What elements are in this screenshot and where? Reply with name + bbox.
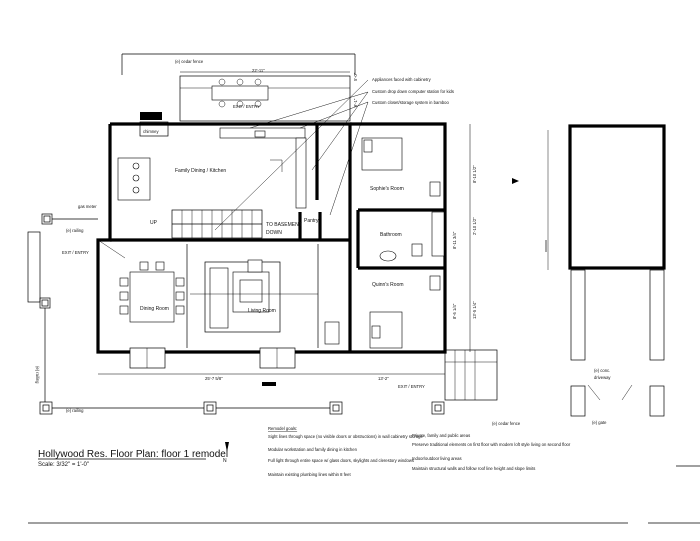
rear-deck bbox=[140, 71, 351, 122]
cedar-fence-top bbox=[121, 53, 356, 75]
room-sophie: Sophie's Room bbox=[370, 186, 404, 192]
driveway-label-1: (e) conc. bbox=[594, 368, 610, 373]
room-family-dining-kitchen: Family Dining / Kitchen bbox=[175, 168, 226, 174]
gate-label: (e) gate bbox=[592, 420, 607, 425]
goal-left-3: Full light through entire space w/ glass… bbox=[268, 458, 414, 463]
stairs-up-label: UP bbox=[150, 220, 158, 226]
plan-scale: Scale: 3/32" = 1'-0" bbox=[38, 462, 89, 468]
dim-quinn-2: 13'-5 1/4" bbox=[472, 301, 477, 319]
callout-leaders bbox=[214, 79, 369, 231]
callout-appliances: Appliances faced with cabinetry bbox=[372, 77, 432, 82]
sophie-bed bbox=[361, 137, 441, 197]
dim-bath-1: 2'-10 1/2" bbox=[472, 217, 477, 235]
goal-right-4: Maintain structural walls and follow roo… bbox=[412, 466, 535, 471]
chimney bbox=[139, 121, 169, 137]
section-arrow-icon bbox=[512, 178, 519, 184]
dim-top-right-1: 5'-0" bbox=[353, 72, 358, 81]
room-bathroom: Bathroom bbox=[380, 232, 402, 238]
bathroom-fixtures bbox=[379, 211, 445, 262]
room-pantry: Pantry bbox=[304, 218, 319, 224]
cedar-fence-top-label: (e) cedar fence bbox=[175, 59, 204, 64]
stairs-down-label: DOWN bbox=[266, 230, 282, 236]
exit-entry-left-label: EXIT / ENTRY bbox=[62, 250, 89, 255]
garage bbox=[547, 124, 666, 417]
gas-meter-label: gas meter bbox=[78, 204, 97, 209]
exit-entry-top-label: EXIT / ENTRY bbox=[233, 104, 260, 109]
railing-bottom-label: (e) railing bbox=[66, 408, 84, 413]
goal-right-3: Indoor/outdoor living areas bbox=[412, 456, 462, 461]
dim-bottom-left: 25'-7 5/8" bbox=[205, 376, 223, 381]
room-dining: Dining Room bbox=[140, 306, 169, 312]
dim-bottom-right: 13'-2" bbox=[378, 376, 389, 381]
railing-side-label: (e) railing bbox=[35, 366, 40, 384]
goal-left-4: Maintain existing plumbing lines within … bbox=[268, 472, 351, 477]
driveway-label-2: driveway bbox=[594, 375, 611, 380]
front-porch bbox=[27, 213, 445, 415]
bottom-windows bbox=[129, 347, 296, 386]
front-steps bbox=[444, 349, 498, 401]
dining-table bbox=[119, 261, 185, 323]
plan-title: Hollywood Res. Floor Plan: floor 1 remod… bbox=[38, 449, 228, 460]
north-label: N bbox=[223, 458, 227, 464]
house-walls bbox=[96, 122, 447, 354]
quinn-bed bbox=[369, 275, 441, 349]
cedar-fence-bottom-label: (e) cedar fence bbox=[492, 421, 521, 426]
dim-sophie: 8'-10 1/2" bbox=[472, 165, 477, 183]
room-living: Living Room bbox=[248, 308, 276, 314]
callout-closet-storage: Custom closet/storage system in bamboo bbox=[372, 100, 449, 105]
north-arrow-icon bbox=[225, 442, 229, 452]
goal-left-2: Modular workstation and family dining in… bbox=[268, 447, 358, 452]
room-quinn: Quinn's Room bbox=[372, 282, 404, 288]
goal-right-1: Private, family and public areas bbox=[412, 433, 470, 438]
dim-bath-2: 8'-11 3/4" bbox=[452, 231, 457, 249]
to-basement-label: TO BASEMENT bbox=[266, 222, 302, 228]
dim-top-right-2: 9'-1" bbox=[353, 98, 358, 107]
goal-right-2: Preserve traditional elements on first f… bbox=[412, 442, 571, 447]
exit-entry-bottom-label: EXIT / ENTRY bbox=[398, 384, 425, 389]
stairs bbox=[171, 209, 263, 239]
kitchen-fixtures bbox=[117, 127, 307, 209]
dim-top-width: 22'-11" bbox=[252, 68, 265, 73]
goal-left-1: Sight lines through space (no visible do… bbox=[268, 434, 423, 439]
callout-computer-station: Custom drop down computer station for ki… bbox=[372, 89, 454, 94]
dim-quinn-1: 8'-6 1/4" bbox=[452, 303, 457, 319]
railing-left-label: (e) railing bbox=[66, 228, 84, 233]
chimney-label: chimney bbox=[143, 129, 159, 134]
remodel-goals-heading: Remodel goals: bbox=[268, 426, 297, 431]
living-room-furniture bbox=[190, 259, 340, 345]
